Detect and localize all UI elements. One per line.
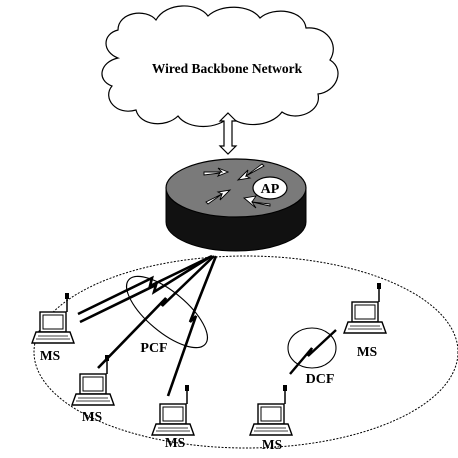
station-label: MS: [40, 348, 60, 363]
station-label: MS: [357, 344, 377, 359]
station-label: MS: [82, 409, 102, 424]
station-ms-3: MS: [151, 384, 195, 450]
ap-label: AP: [261, 182, 280, 197]
station-ms-2: MS: [71, 354, 115, 424]
link-ms1: [77, 254, 213, 316]
bss-ellipse: [33, 255, 458, 449]
laptop-icon: [343, 282, 387, 334]
station-ms-5: MS: [343, 282, 387, 359]
laptop-icon: [249, 384, 293, 436]
backbone-label: Wired Backbone Network: [152, 61, 303, 76]
pcf-label: PCF: [140, 341, 167, 356]
station-label: MS: [262, 437, 282, 452]
link-ms3: [166, 255, 218, 397]
laptop-icon: [71, 354, 115, 406]
link-ms1b: [79, 255, 211, 324]
laptop-icon: [151, 384, 195, 436]
pcf-region: PCF: [126, 275, 208, 356]
dcf-link: [289, 329, 337, 375]
station-ms-1: MS: [31, 292, 75, 363]
laptop-icon: [31, 292, 75, 344]
access-point: AP: [165, 158, 307, 252]
wireless-links: [77, 254, 218, 397]
backbone-link-arrow: [218, 112, 238, 155]
dcf-label: DCF: [306, 372, 335, 387]
router-arrows-icon: [203, 163, 271, 209]
ap-badge: [252, 176, 288, 200]
wired-backbone-cloud: Wired Backbone Network: [101, 5, 339, 127]
station-ms-4: MS: [249, 384, 293, 452]
link-ms2: [97, 255, 215, 369]
dcf-region: DCF: [287, 327, 337, 387]
station-label: MS: [165, 435, 185, 450]
